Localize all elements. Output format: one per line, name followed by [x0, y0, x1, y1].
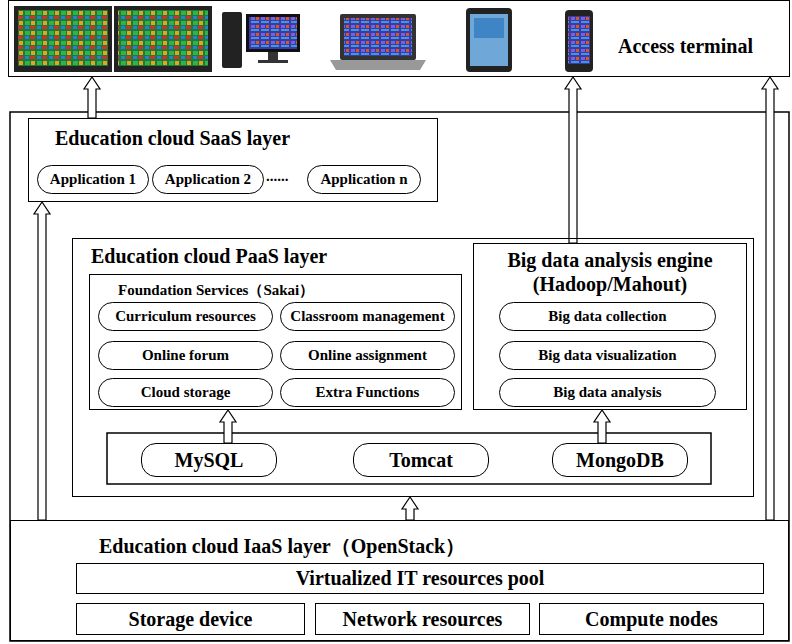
layer-title: Big data analysis engine (Hadoop/Mahout): [484, 248, 736, 296]
engine-pill: Big data analysis: [499, 378, 716, 407]
item-label: Classroom management: [290, 308, 444, 325]
terminal-band: Access terminal: [8, 0, 790, 77]
app-pill: Application n: [307, 165, 421, 194]
hollow-arrow: [762, 77, 778, 520]
layer-title: Foundation Services（Sakai）: [118, 281, 314, 300]
resource-bar: Virtualized IT resources pool: [76, 563, 764, 594]
hollow-arrow: [220, 410, 236, 443]
monitor-icon: [14, 6, 212, 72]
layer-box: Education cloud IaaS layer（OpenStack） Vir…: [10, 520, 789, 641]
layer-title: Education cloud SaaS layer: [55, 127, 290, 150]
layer-box: Education cloud SaaS layerApplication 1 A…: [28, 118, 438, 202]
service-pill: Online assignment: [280, 341, 455, 370]
item-label: Online assignment: [308, 347, 427, 364]
service-pill: Online forum: [98, 341, 273, 370]
app-pill: Application 2: [152, 165, 264, 194]
item-label: Network resources: [343, 608, 503, 631]
hollow-arrow: [402, 497, 418, 520]
engine-pill: Big data collection: [499, 302, 716, 331]
desktop-icon: [222, 12, 300, 68]
phone-icon: [565, 10, 593, 72]
layer-title: Education cloud PaaS layer: [91, 245, 327, 268]
hollow-arrow: [565, 77, 581, 243]
item-label: Storage device: [129, 608, 253, 631]
item-label: Virtualized IT resources pool: [296, 567, 545, 590]
layer-title: Education cloud IaaS layer（OpenStack）: [99, 533, 465, 560]
item-label: Big data analysis: [553, 384, 661, 401]
item-label: Compute nodes: [585, 608, 718, 631]
hollow-arrow: [84, 77, 100, 118]
item-label: MySQL: [175, 449, 244, 472]
resource-box: Compute nodes: [539, 603, 764, 635]
layer-box: Education cloud PaaS layerFoundation Ser…: [72, 238, 754, 497]
hollow-arrow: [34, 202, 50, 520]
item-label: Big data visualization: [538, 347, 676, 364]
item-label: Cloud storage: [141, 384, 231, 401]
item-label: Online forum: [142, 347, 229, 364]
service-pill: Curriculum resources: [98, 302, 273, 331]
item-label: Curriculum resources: [115, 308, 256, 325]
software-pill: MongoDB: [552, 443, 688, 477]
software-pill: MySQL: [141, 443, 277, 477]
hollow-arrow: [594, 410, 610, 443]
ellipsis-label: ......: [266, 168, 289, 185]
resource-box: Network resources: [315, 603, 530, 635]
engine-pill: Big data visualization: [499, 341, 716, 370]
app-pill: Application 1: [37, 165, 149, 194]
tablet-icon: [466, 8, 512, 72]
service-group-box: Foundation Services（Sakai） Curriculum res…: [89, 274, 462, 410]
software-pill: Tomcat: [353, 443, 489, 477]
item-label: Application 2: [165, 171, 251, 188]
item-label: Extra Functions: [316, 384, 420, 401]
database-row-frame: [107, 433, 711, 484]
engine-box: Big data analysis engine (Hadoop/Mahout)…: [473, 243, 747, 410]
item-label: Application n: [320, 171, 407, 188]
platform-frame: [10, 112, 789, 641]
service-pill: Cloud storage: [98, 378, 273, 407]
service-pill: Extra Functions: [280, 378, 455, 407]
layer-title: Access terminal: [618, 35, 753, 58]
service-pill: Classroom management: [280, 302, 455, 331]
resource-box: Storage device: [76, 603, 305, 635]
item-label: Big data collection: [548, 308, 666, 325]
laptop-icon: [330, 14, 426, 70]
item-label: MongoDB: [576, 449, 664, 472]
item-label: Application 1: [50, 171, 136, 188]
item-label: Tomcat: [389, 449, 453, 472]
